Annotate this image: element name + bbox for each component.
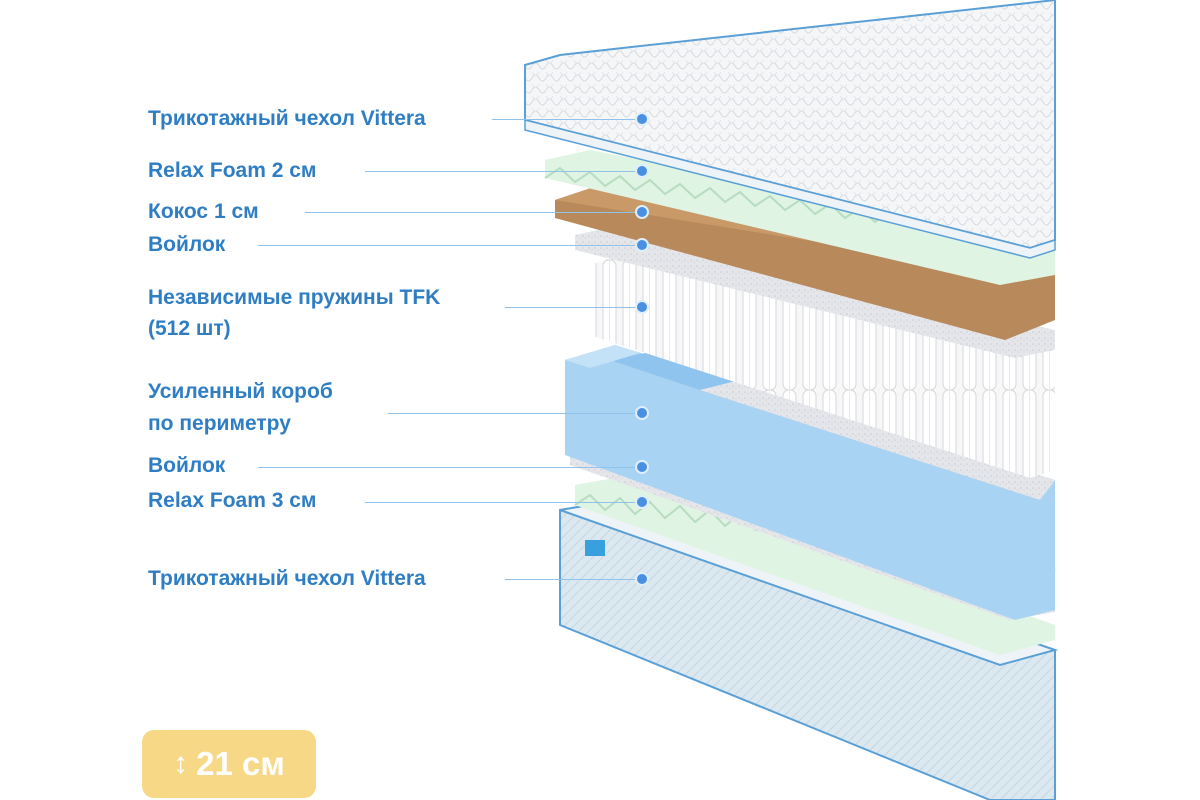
leader-line — [365, 502, 637, 503]
layer-label-springs: Независимые пружины TFK — [148, 286, 441, 309]
layer-marker-dot — [635, 205, 649, 219]
layer-label-box: Усиленный короб — [148, 380, 333, 403]
layer-marker-dot — [635, 164, 649, 178]
layer-label-bottom-cover: Трикотажный чехол Vittera — [148, 567, 426, 590]
height-badge: ↕ 21 см — [142, 730, 316, 798]
leader-line — [258, 467, 637, 468]
brand-tag — [585, 540, 605, 556]
layer-label-box-perimeter: по периметру — [148, 412, 291, 435]
layer-label-foam-2cm: Relax Foam 2 см — [148, 159, 317, 182]
leader-line — [305, 212, 637, 213]
layer-label-felt-lower: Войлок — [148, 454, 226, 477]
layer-marker-dot — [635, 572, 649, 586]
springs-layer — [590, 255, 1055, 478]
leader-line — [365, 171, 637, 172]
layer-marker-dot — [635, 238, 649, 252]
layer-label-top-cover: Трикотажный чехол Vittera — [148, 107, 426, 130]
layer-label-coconut: Кокос 1 см — [148, 200, 259, 223]
leader-line — [505, 307, 637, 308]
layer-label-felt-upper: Войлок — [148, 233, 226, 256]
top-cover-layer — [524, 0, 1056, 259]
layer-marker-dot — [635, 406, 649, 420]
leader-line — [388, 413, 637, 414]
leader-line — [505, 579, 637, 580]
layer-label-foam-3cm: Relax Foam 3 см — [148, 489, 317, 512]
felt-upper-layer — [575, 225, 1055, 358]
height-value: 21 см — [196, 745, 285, 782]
layer-marker-dot — [635, 300, 649, 314]
layer-marker-dot — [635, 460, 649, 474]
layer-marker-dot — [635, 495, 649, 509]
layer-marker-dot — [635, 112, 649, 126]
leader-line — [258, 245, 637, 246]
leader-line — [492, 119, 637, 120]
height-arrow-icon: ↕ — [173, 747, 189, 780]
perimeter-box-layer — [565, 345, 1055, 620]
layer-label-springs-count: (512 шт) — [148, 317, 231, 340]
